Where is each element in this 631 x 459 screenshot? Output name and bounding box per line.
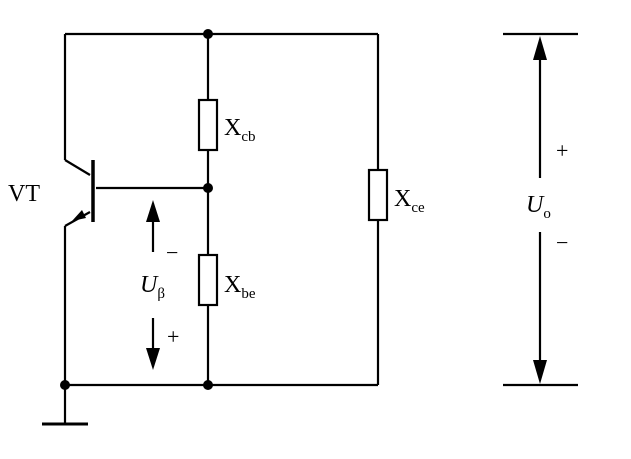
ubeta-arrow-up-icon bbox=[146, 200, 160, 222]
xbe-reactance bbox=[197, 253, 219, 307]
uo-plus-sign: + bbox=[556, 138, 568, 163]
xce-reactance bbox=[367, 168, 389, 222]
uo-arrow-up-icon bbox=[533, 36, 547, 60]
ubeta-voltage-arrows bbox=[146, 200, 160, 370]
ubeta-label: Uβ bbox=[140, 272, 165, 302]
xcb-reactance bbox=[197, 98, 219, 152]
ubeta-minus-sign: − bbox=[166, 240, 178, 265]
emitter-arrow-icon bbox=[72, 210, 86, 221]
ubeta-plus-sign: + bbox=[167, 324, 179, 349]
transistor-symbol bbox=[72, 160, 95, 222]
xce-label: Xce bbox=[394, 186, 425, 216]
transistor-label: VT bbox=[8, 181, 40, 207]
uo-minus-sign: − bbox=[556, 230, 568, 255]
junction-dot-bottom-left bbox=[60, 380, 70, 390]
ubeta-arrow-down-icon bbox=[146, 348, 160, 370]
uo-arrow-down-icon bbox=[533, 360, 547, 384]
xcb-label: Xcb bbox=[224, 115, 256, 145]
collector-lead bbox=[64, 159, 91, 176]
junction-dot-bottom-middle bbox=[203, 380, 213, 390]
uo-voltage-arrows bbox=[503, 32, 578, 387]
junction-dot-top bbox=[203, 29, 213, 39]
uo-label: Uo bbox=[526, 192, 551, 222]
xbe-label: Xbe bbox=[224, 272, 256, 302]
junction-dot-base bbox=[203, 183, 213, 193]
circuit-wires bbox=[42, 32, 380, 426]
